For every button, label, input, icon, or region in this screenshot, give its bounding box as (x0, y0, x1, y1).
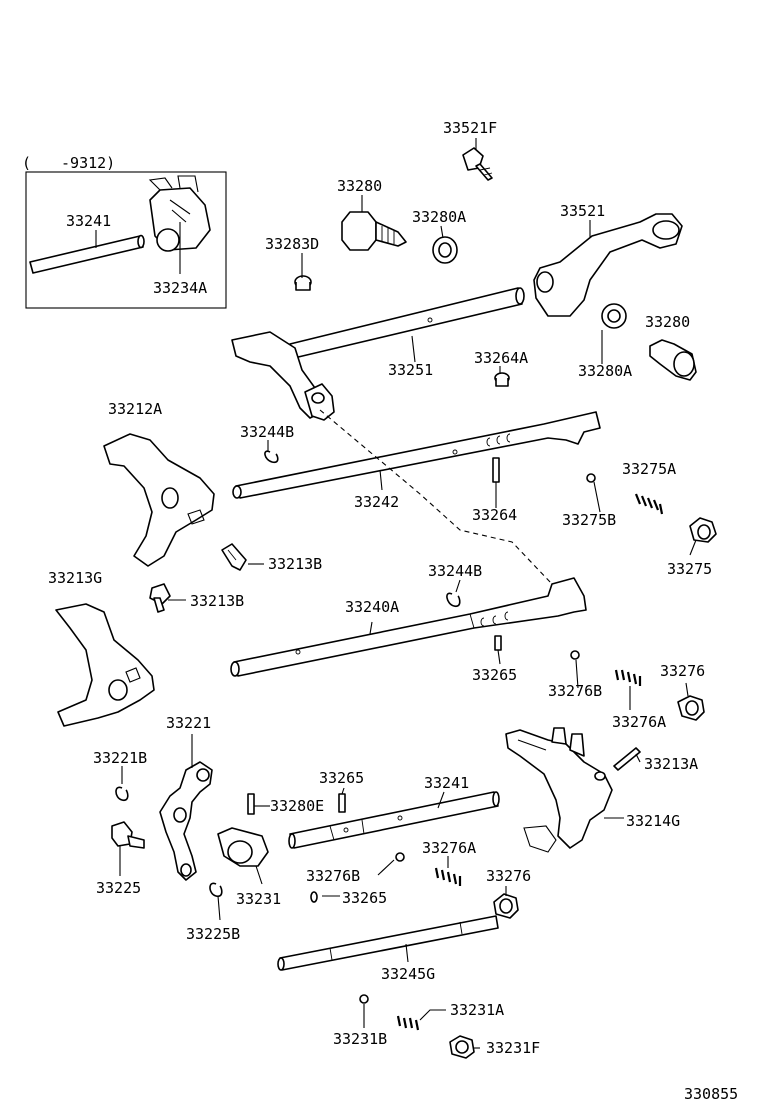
label-33213a: 33213A (644, 755, 698, 773)
plug-33275 (689, 517, 717, 543)
label-33221: 33221 (166, 714, 211, 732)
guide-line-dashed (319, 409, 553, 585)
label-33275b: 33275B (562, 511, 616, 529)
figure-number: 330855 (684, 1085, 738, 1103)
fork-33213g (55, 603, 155, 727)
label-33264a: 33264A (474, 349, 528, 367)
inset-box: ( -9312) (22, 154, 227, 309)
label-33212a: 33212A (108, 400, 162, 418)
pin-33213a (613, 747, 641, 771)
label-33225b: 33225B (186, 925, 240, 943)
label-33280-top: 33280 (337, 177, 382, 195)
spring-33276a-mid (614, 669, 642, 686)
label-33276-low: 33276 (486, 867, 531, 885)
clip-33225b (209, 882, 223, 898)
fork-33212a (103, 433, 215, 567)
label-33276b-mid: 33276B (548, 682, 602, 700)
label-33521f: 33521F (443, 119, 497, 137)
pin-33265-mid (494, 635, 502, 651)
label-33283d: 33283D (265, 235, 319, 253)
label-33214g: 33214G (626, 812, 680, 830)
label-33280e: 33280E (270, 797, 324, 815)
label-33231a: 33231A (450, 1001, 504, 1019)
leader-lines (95, 138, 697, 1049)
rod-33241-low (288, 791, 500, 849)
label-33280a-top: 33280A (412, 208, 466, 226)
label-33242: 33242 (354, 493, 399, 511)
block-33231 (217, 827, 269, 867)
label-33251: 33251 (388, 361, 433, 379)
clip-33244b-mid (446, 592, 461, 608)
plug-33276-right (677, 695, 705, 721)
label-33264: 33264 (472, 506, 517, 524)
bolt-33213b-a (221, 543, 247, 571)
plug-33283d (294, 275, 312, 291)
label-33276b-low: 33276B (306, 867, 360, 885)
ball-33275b (586, 473, 596, 483)
label-33241-low: 33241 (424, 774, 469, 792)
rod-33242 (232, 411, 601, 499)
clip-33244b-top (264, 450, 279, 464)
pin-33265-low (338, 793, 346, 813)
label-33244b-top: 33244B (240, 423, 294, 441)
label-33213b-b: 33213B (190, 592, 244, 610)
label-33225: 33225 (96, 879, 141, 897)
fork-33214g (505, 727, 613, 853)
label-33521: 33521 (560, 202, 605, 220)
label-33244b-mid: 33244B (428, 562, 482, 580)
label-33234a: 33234A (153, 279, 207, 297)
plug-33280-top (341, 211, 407, 251)
pin-33280e (247, 793, 255, 815)
pin-33264 (492, 457, 500, 483)
rod-33240a (230, 577, 587, 677)
shaft-33245g (277, 915, 499, 971)
inset-note: ( -9312) (22, 154, 115, 172)
label-33276a-mid: 33276A (612, 713, 666, 731)
label-33240a: 33240A (345, 598, 399, 616)
label-33265-bottom: 33265 (342, 889, 387, 907)
label-33231: 33231 (236, 890, 281, 908)
pin-33265-bottom (310, 891, 318, 903)
label-33231f: 33231F (486, 1039, 540, 1057)
plug-33280-right (649, 339, 697, 381)
clip-33221b (115, 786, 129, 802)
label-33265-low: 33265 (319, 769, 364, 787)
label-33265-mid: 33265 (472, 666, 517, 684)
label-33231b: 33231B (333, 1030, 387, 1048)
label-33245g: 33245G (381, 965, 435, 983)
label-33280-right: 33280 (645, 313, 690, 331)
shaft-33251 (231, 287, 525, 421)
bolt-33521f (462, 147, 493, 181)
ball-33276b-low (395, 852, 405, 862)
lever-33221 (159, 761, 213, 881)
part-labels: 33521F 33280 33280A 33283D 33521 33241 3… (48, 119, 738, 1103)
label-33221b: 33221B (93, 749, 147, 767)
label-33276-right: 33276 (660, 662, 705, 680)
label-33275a: 33275A (622, 460, 676, 478)
label-33213b-a: 33213B (268, 555, 322, 573)
plug-33231f (449, 1035, 475, 1059)
spring-33275a (634, 493, 664, 515)
plug-33264a (494, 372, 510, 387)
spring-33231a (396, 1015, 420, 1031)
block-33225 (111, 821, 145, 849)
spring-33276a-low (434, 867, 462, 886)
ball-33276b-mid (570, 650, 580, 660)
label-33276a-low: 33276A (422, 839, 476, 857)
label-33275: 33275 (667, 560, 712, 578)
bolt-33213b-b (149, 583, 171, 613)
plug-33276-low (493, 893, 519, 919)
label-33280a-right: 33280A (578, 362, 632, 380)
label-33241-inset: 33241 (66, 212, 111, 230)
label-33213g: 33213G (48, 569, 102, 587)
lever-33521 (533, 213, 683, 317)
ball-33231b (359, 994, 369, 1004)
